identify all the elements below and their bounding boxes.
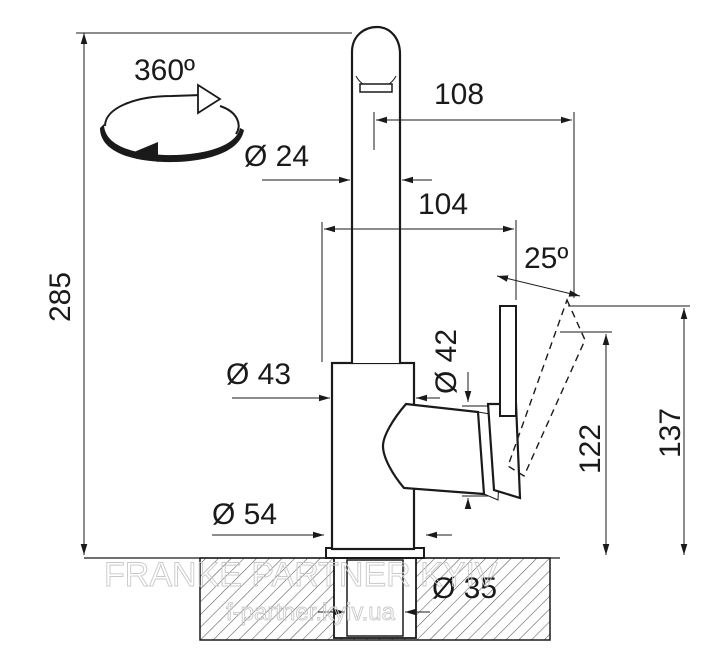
dim-shank-diameter-label: Ø 35: [432, 572, 497, 605]
rotation-label: 360º: [134, 54, 195, 87]
rotation-arrow-icon: [100, 83, 244, 163]
dim-108-label: 108: [434, 78, 484, 111]
watermark-url: f-partner.kyiv.ua: [226, 599, 396, 626]
dim-base-diameter-label: Ø 54: [212, 498, 277, 531]
faucet-body: [330, 361, 522, 551]
dim-spout-diameter-label: Ø 24: [244, 140, 309, 173]
dim-137-label: 137: [654, 408, 687, 458]
dim-body-diameter-label: Ø 43: [226, 358, 291, 391]
dim-104-label: 104: [418, 188, 468, 221]
spout: [350, 25, 402, 363]
lever: [499, 298, 586, 478]
watermark-text: FRANKE PARTNER KYIV: [104, 556, 498, 594]
mounting-shank: [325, 547, 425, 639]
dim-lever-diameter-label: Ø 42: [430, 329, 463, 394]
dim-122-label: 122: [574, 424, 607, 474]
dim-285-label: 285: [44, 272, 77, 322]
dim-angle-label: 25º: [524, 242, 568, 275]
